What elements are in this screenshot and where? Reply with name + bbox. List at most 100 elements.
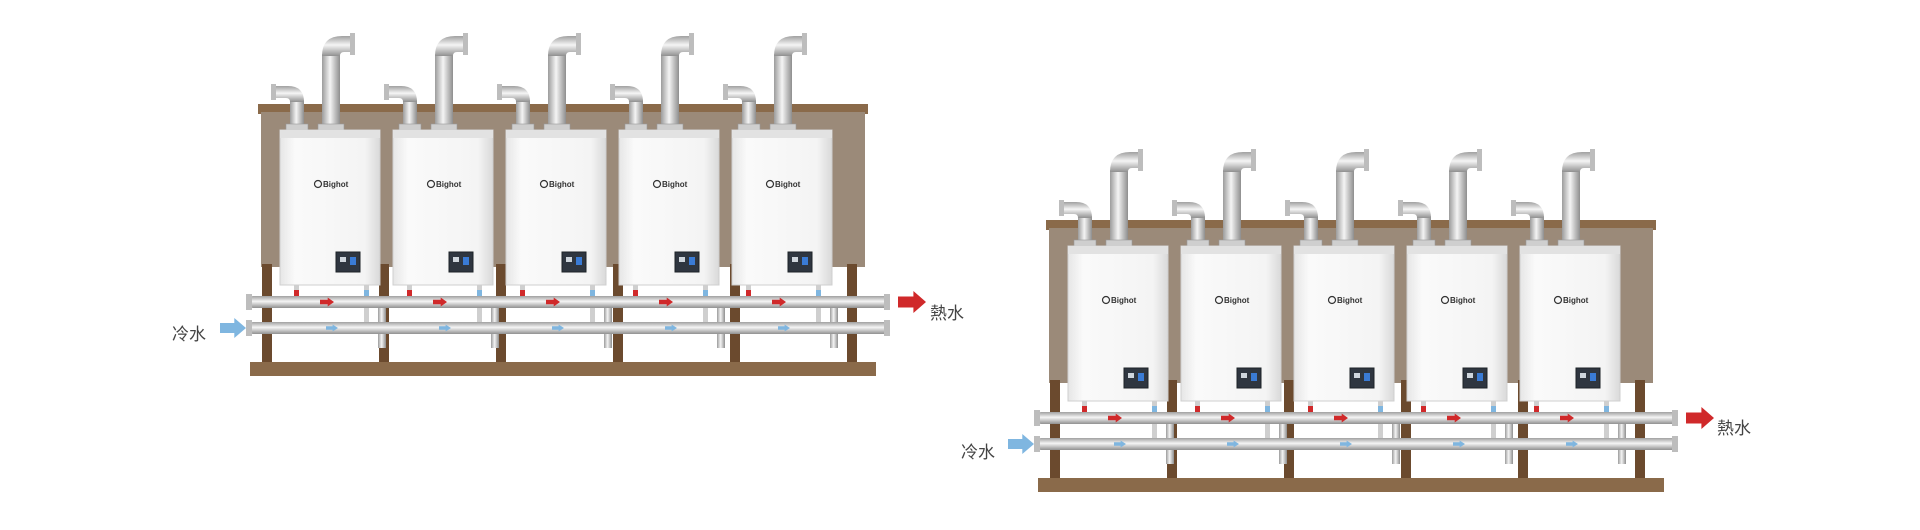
frame-bottom-beam	[1038, 478, 1664, 492]
brand-logo-icon	[1440, 295, 1450, 305]
frame-post	[613, 264, 623, 369]
brand-name: Bighot	[549, 180, 575, 189]
heater-top-edge	[393, 130, 493, 138]
header-cap	[1034, 436, 1040, 452]
water-heater-unit: Bighot	[610, 33, 725, 348]
control-panel	[335, 251, 361, 273]
cold-valve	[1378, 406, 1383, 413]
exhaust-elbow	[1562, 152, 1592, 172]
hot-flow-arrow	[1108, 413, 1122, 423]
exhaust-elbow	[1336, 152, 1366, 172]
hot-valve	[746, 290, 751, 297]
hot-water-outlet-arrow	[1686, 407, 1714, 429]
frame-post	[730, 264, 740, 369]
hot-flow-arrow	[772, 297, 786, 307]
control-panel	[787, 251, 813, 273]
control-panel-display	[566, 257, 572, 262]
control-panel-display	[340, 257, 346, 262]
intake-elbow	[387, 86, 417, 102]
heater-body	[731, 129, 833, 286]
cold-valve	[1491, 406, 1496, 413]
heater-top-edge	[1520, 246, 1620, 254]
intake-pipe	[1417, 216, 1431, 246]
control-panel-display	[453, 257, 459, 262]
water-heater-unit: Bighot	[1511, 149, 1626, 464]
intake-pipe	[1078, 216, 1092, 246]
control-panel	[1236, 367, 1262, 389]
hot-water-outlet-arrow	[898, 291, 926, 313]
exhaust-pipe	[1110, 170, 1128, 244]
intake-elbow	[1062, 202, 1092, 218]
exhaust-pipe	[1562, 170, 1580, 244]
frame-post	[1635, 380, 1645, 485]
intake-elbow	[1288, 202, 1318, 218]
intake-elbow	[613, 86, 643, 102]
heater-body	[505, 129, 607, 286]
water-heater-unit: Bighot	[497, 33, 612, 348]
intake-pipe	[1304, 216, 1318, 246]
control-panel-button	[689, 257, 695, 265]
control-panel-button	[1590, 373, 1596, 381]
intake-elbow	[1175, 202, 1205, 218]
intake-cap	[610, 84, 615, 100]
brand-name: Bighot	[775, 180, 801, 189]
control-panel	[1123, 367, 1149, 389]
header-cap	[1672, 410, 1678, 426]
control-panel	[1462, 367, 1488, 389]
control-panel-button	[463, 257, 469, 265]
exhaust-pipe	[322, 54, 340, 128]
hot-flow-arrow	[546, 297, 560, 307]
brand-name: Bighot	[1450, 296, 1476, 305]
brand-logo-icon	[652, 179, 662, 189]
header-cap	[884, 320, 890, 336]
heater-body	[392, 129, 494, 286]
heater-body	[1519, 245, 1621, 402]
heater-top-edge	[619, 130, 719, 138]
exhaust-cap	[1364, 149, 1369, 171]
header-cap	[884, 294, 890, 310]
exhaust-cap	[1138, 149, 1143, 171]
hot-flow-arrow	[320, 297, 334, 307]
cold-valve	[364, 290, 369, 297]
hot-flow-arrow	[1560, 413, 1574, 423]
header-cap	[246, 320, 252, 336]
water-heater-unit: Bighot	[1398, 149, 1513, 464]
brand-name: Bighot	[662, 180, 688, 189]
hot-flow-arrow	[1221, 413, 1235, 423]
exhaust-cap	[1477, 149, 1482, 171]
control-panel-display	[679, 257, 685, 262]
brand-logo-icon	[1101, 295, 1111, 305]
brand-name: Bighot	[1337, 296, 1363, 305]
cold-valve	[590, 290, 595, 297]
hot-valve	[1308, 406, 1313, 413]
control-panel-button	[1364, 373, 1370, 381]
control-panel-display	[1467, 373, 1473, 378]
cold-water-header	[250, 322, 888, 334]
cold-water-header	[1038, 438, 1676, 450]
exhaust-cap	[350, 33, 355, 55]
cold-flow-arrow	[1340, 440, 1352, 448]
exhaust-elbow	[661, 36, 691, 56]
control-panel-button	[1477, 373, 1483, 381]
brand-logo-icon	[426, 179, 436, 189]
intake-elbow	[1401, 202, 1431, 218]
hot-valve	[1082, 406, 1087, 413]
intake-pipe	[290, 100, 304, 130]
intake-cap	[271, 84, 276, 100]
intake-cap	[1285, 200, 1290, 216]
exhaust-elbow	[1449, 152, 1479, 172]
exhaust-pipe	[1223, 170, 1241, 244]
intake-pipe	[516, 100, 530, 130]
control-panel-button	[1251, 373, 1257, 381]
heater-top-edge	[732, 130, 832, 138]
exhaust-pipe	[548, 54, 566, 128]
heater-body	[1180, 245, 1282, 402]
hot-valve	[520, 290, 525, 297]
intake-pipe	[1191, 216, 1205, 246]
control-panel-button	[1138, 373, 1144, 381]
control-panel-display	[1128, 373, 1134, 378]
cold-valve	[477, 290, 482, 297]
header-cap	[1672, 436, 1678, 452]
intake-pipe	[629, 100, 643, 130]
